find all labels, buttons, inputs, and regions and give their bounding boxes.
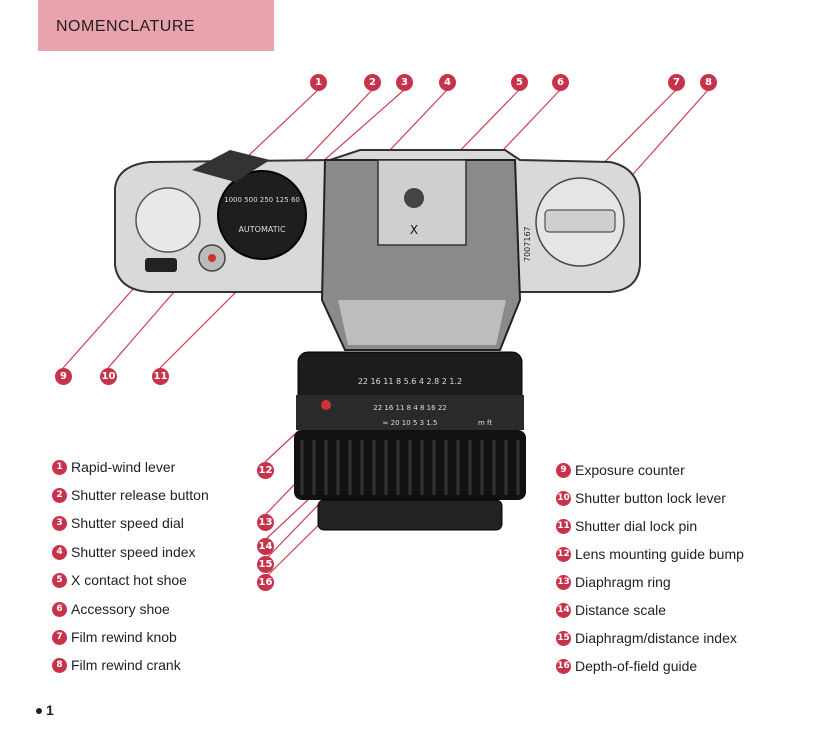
legend-number: 10 xyxy=(556,491,571,506)
distance-scale: 22 16 11 8 4 8 16 22 xyxy=(373,404,446,412)
header-banner: NOMENCLATURE xyxy=(38,0,274,51)
legend-number: 5 xyxy=(52,573,67,588)
legend-label: Diaphragm ring xyxy=(575,574,671,590)
callout-11: 11 xyxy=(152,368,169,385)
legend-number: 4 xyxy=(52,545,67,560)
legend-label: Lens mounting guide bump xyxy=(575,546,744,562)
legend-label: Diaphragm/distance index xyxy=(575,630,737,646)
scale-units: m ft xyxy=(478,419,492,427)
callout-7: 7 xyxy=(668,74,685,91)
legend-number: 2 xyxy=(52,488,67,503)
legend-label: Rapid-wind lever xyxy=(71,459,176,475)
dial-label: AUTOMATIC xyxy=(238,225,286,234)
camera-body: AUTOMATIC 1000 500 250 125 60 X 7007167 … xyxy=(114,149,641,531)
callout-1: 1 xyxy=(310,74,327,91)
legend-label: Exposure counter xyxy=(575,462,685,478)
callout-16: 16 xyxy=(257,574,274,591)
legend-number: 12 xyxy=(556,547,571,562)
feet-scale: ∞ 20 10 5 3 1.5 xyxy=(383,419,438,427)
legend-number: 6 xyxy=(52,602,67,617)
callout-10: 10 xyxy=(100,368,117,385)
legend-left: 1 Rapid-wind lever 2 Shutter release but… xyxy=(52,459,252,679)
bullet-icon xyxy=(36,708,42,715)
page-number: 1 xyxy=(36,702,54,718)
legend-label: Shutter dial lock pin xyxy=(575,518,698,534)
callout-2: 2 xyxy=(364,74,381,91)
legend-number: 8 xyxy=(52,658,67,673)
dial-speeds: 1000 500 250 125 60 xyxy=(224,196,300,204)
legend-number: 7 xyxy=(52,630,67,645)
callout-6: 6 xyxy=(552,74,569,91)
legend-label: Shutter speed dial xyxy=(71,515,184,531)
legend-number: 11 xyxy=(556,519,571,534)
legend-number: 13 xyxy=(556,575,571,590)
legend-label: X contact hot shoe xyxy=(71,572,187,588)
callout-9: 9 xyxy=(55,368,72,385)
legend-label: Shutter speed index xyxy=(71,544,196,560)
callout-4: 4 xyxy=(439,74,456,91)
callout-3: 3 xyxy=(396,74,413,91)
legend-label: Shutter release button xyxy=(71,487,209,503)
legend-number: 16 xyxy=(556,659,571,674)
callout-5: 5 xyxy=(511,74,528,91)
callout-12: 12 xyxy=(257,462,274,479)
legend-label: Film rewind crank xyxy=(71,657,181,673)
hot-shoe-mark: X xyxy=(410,223,418,237)
callout-8: 8 xyxy=(700,74,717,91)
aperture-scale: 22 16 11 8 5.6 4 2.8 2 1.2 xyxy=(358,377,462,386)
legend-right: 9 Exposure counter 10 Shutter button loc… xyxy=(556,462,816,682)
serial-number: 7007167 xyxy=(523,226,532,262)
legend-number: 14 xyxy=(556,603,571,618)
legend-label: Shutter button lock lever xyxy=(575,490,726,506)
legend-label: Depth-of-field guide xyxy=(575,658,698,674)
callout-14: 14 xyxy=(257,538,274,555)
page-title: NOMENCLATURE xyxy=(56,18,196,35)
legend-number: 9 xyxy=(556,463,571,478)
callout-13: 13 xyxy=(257,514,274,531)
legend-number: 1 xyxy=(52,460,67,475)
legend-label: Distance scale xyxy=(575,602,667,618)
callout-15: 15 xyxy=(257,556,274,573)
legend-label: Accessory shoe xyxy=(71,601,170,617)
legend-label: Film rewind knob xyxy=(71,629,177,645)
legend-number: 3 xyxy=(52,516,67,531)
page-number-text: 1 xyxy=(46,702,54,718)
legend-number: 15 xyxy=(556,631,571,646)
